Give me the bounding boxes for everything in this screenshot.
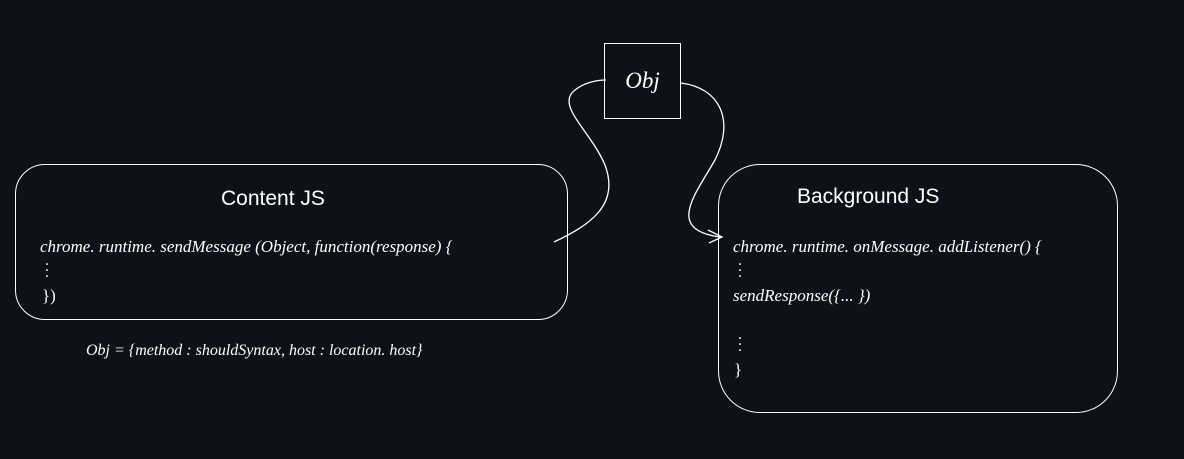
background-js-ellipsis-icon-2: ··· <box>737 331 743 359</box>
content-js-code-line-1: chrome. runtime. sendMessage (Object, fu… <box>40 237 453 256</box>
content-js-node <box>15 164 568 320</box>
obj-definition-annotation: Obj = {method : shouldSyntax, host : loc… <box>86 342 423 359</box>
content-js-ellipsis-icon: ··· <box>44 257 50 285</box>
background-js-title: Background JS <box>797 185 940 208</box>
obj-label: Obj <box>625 68 660 93</box>
background-js-code-line-5: } <box>734 360 743 379</box>
background-js-code-line-1: chrome. runtime. onMessage. addListener(… <box>733 237 1042 256</box>
content-js-title: Content JS <box>221 187 325 210</box>
obj-node: Obj <box>604 43 681 119</box>
background-js-node <box>718 164 1118 413</box>
background-js-ellipsis-icon-1: ··· <box>737 257 743 285</box>
content-js-code-line-3: }) <box>42 286 56 305</box>
background-js-code-line-3: sendResponse({... }) <box>733 286 871 305</box>
